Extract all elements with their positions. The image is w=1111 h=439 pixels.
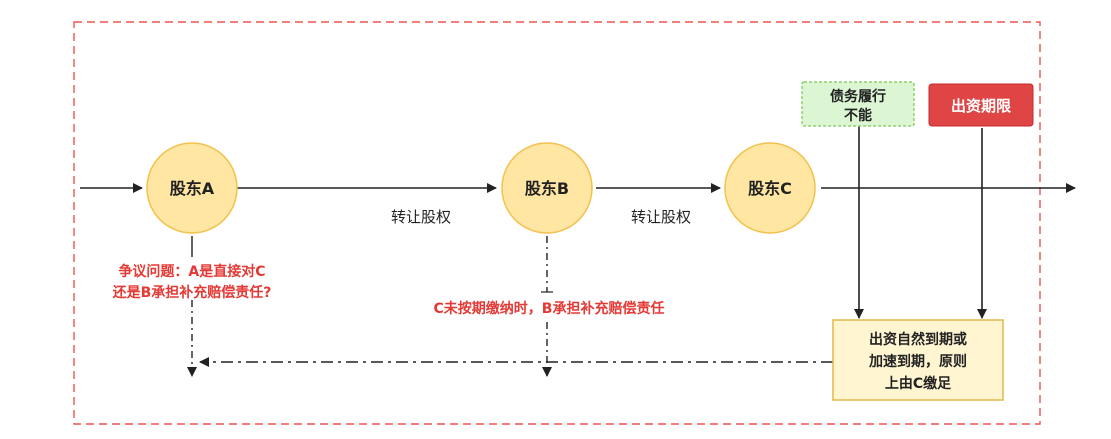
debt-box	[801, 81, 915, 127]
result-line-3: 上由C缴足	[885, 375, 952, 392]
shareholder-b-label: 股东B	[525, 179, 569, 198]
shareholder-a-node	[146, 142, 238, 234]
result-line-1: 出资自然到期或	[869, 331, 967, 348]
shareholder-c-label: 股东C	[748, 179, 792, 198]
shareholder-c-node	[724, 142, 816, 234]
result-box	[832, 319, 1004, 401]
question-line-1: 争议问题：A是直接对C	[118, 263, 265, 280]
debt-box-line-1: 债务履行	[830, 88, 886, 105]
shareholder-b-node	[501, 142, 593, 234]
outer-dashed-frame	[73, 21, 1041, 425]
transfer-equity-label-bc: 转让股权	[631, 208, 691, 226]
transfer-equity-label-ab: 转让股权	[391, 208, 451, 226]
result-line-2: 加速到期，原则	[868, 353, 967, 370]
term-box	[928, 83, 1034, 127]
shareholder-a-label: 股东A	[170, 179, 215, 198]
debt-box-line-2: 不能	[844, 107, 872, 124]
question-line-2: 还是B承担补充赔偿责任?	[112, 284, 272, 301]
term-box-label: 出资期限	[951, 97, 1011, 115]
b-liability-label: C未按期缴纳时，B承担补充赔偿责任	[434, 300, 665, 317]
